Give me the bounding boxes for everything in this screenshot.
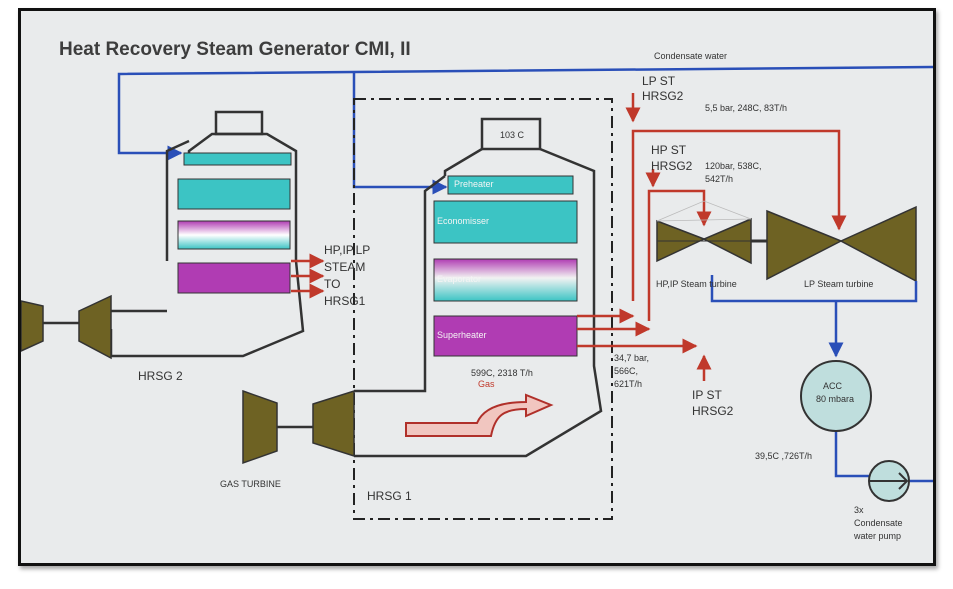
hrsg1-gas-turbine [242,389,355,465]
ip-params-2: 566C, [614,366,639,376]
condensate-water-label: Condensate water [654,51,728,61]
steam-lines [577,93,847,381]
preheater-block [447,175,574,195]
evaporator-block [433,258,578,302]
pump-label-3: water pump [854,531,902,541]
hp-st-hrsg2-label-2: HRSG2 [651,159,693,173]
evaporator-label: Evaporator [437,274,482,284]
gas-params: 599C, 2318 T/h [471,368,533,378]
hp-st-hrsg2-label-1: HP ST [651,143,687,157]
hp-ip-steam-turbine [656,200,752,265]
acc-label-2: 80 mbara [816,394,855,404]
pump-label-1: 3x [854,505,864,515]
exhaust-to-acc-line [710,275,933,483]
acc-condenser [800,360,872,432]
ip-st-hrsg2-label-1: IP ST [692,388,722,402]
acc-out-params: 39,5C ,726T/h [755,451,813,461]
hrsg1-vessel [354,117,603,458]
lp-turbine-label: LP Steam turbine [804,279,874,289]
stack-temperature: 103 C [500,130,525,140]
gas-flow-arrow [405,393,554,437]
gas-label: Gas [478,379,495,389]
slide-frame: Heat Recovery Steam Generator CMI, II Co… [18,8,936,566]
ip-params-1: 34,7 bar, [614,353,650,363]
acc-label-1: ACC [823,381,843,391]
economiser-block [433,200,578,244]
hrsg2-gas-turbine [21,294,112,360]
hp-ip-turbine-label: HP,IP Steam turbine [656,279,737,289]
page-title: Heat Recovery Steam Generator CMI, II [59,39,411,60]
hrsg2-label: HRSG 2 [138,369,183,383]
hrsg1-boundary [353,98,613,520]
hrsg2-evaporator-block [177,220,291,250]
steam-to-hrsg1-line-2: STEAM [324,260,366,274]
hrsg2-preheater-block [183,152,292,166]
superheater-label: Superheater [437,330,487,340]
steam-to-hrsg1-arrows [291,253,325,299]
steam-to-hrsg1-line-1: HP,IP,LP [324,243,371,257]
lp-steam-turbine [766,205,917,283]
hrsg2-economiser-block [177,178,291,210]
hrsg2-superheater-block [177,262,291,294]
economiser-label: Economisser [437,216,490,226]
preheater-label: Preheater [454,179,494,189]
ip-params-3: 621T/h [614,379,643,389]
hrsg-diagram [21,65,933,520]
ip-st-hrsg2-label-2: HRSG2 [692,404,734,418]
lp-st-hrsg2-label-1: LP ST [642,74,676,88]
condensate-pump-icon [868,460,910,502]
steam-to-hrsg1-line-3: TO [324,277,341,291]
hp-steam-params-1: 120bar, 538C, [705,161,762,171]
steam-to-hrsg1-line-4: HRSG1 [324,294,366,308]
hp-steam-params-2: 542T/h [705,174,734,184]
lp-steam-params: 5,5 bar, 248C, 83T/h [705,103,788,113]
hrsg1-label: HRSG 1 [367,489,412,503]
gas-turbine-label: GAS TURBINE [220,479,281,489]
lp-st-hrsg2-label-2: HRSG2 [642,89,684,103]
hrsg2-vessel [109,110,305,358]
pump-label-2: Condensate [854,518,903,528]
superheater-block [433,315,578,357]
